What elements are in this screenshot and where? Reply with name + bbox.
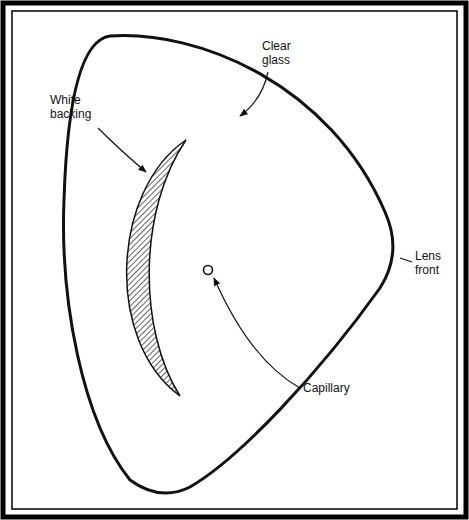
white-backing-crescent <box>127 140 186 396</box>
part-label: White backing <box>50 94 106 122</box>
lens-outline <box>64 36 393 494</box>
part-label: Capillary <box>303 382 383 396</box>
part-label: Lens front <box>415 250 455 278</box>
leader-line <box>400 258 412 262</box>
outer-frame <box>3 3 466 517</box>
inner-frame <box>12 11 457 509</box>
part-label: Clear glass <box>262 40 306 68</box>
capillary-circle <box>204 266 213 275</box>
leader-line <box>214 278 300 388</box>
leader-line <box>98 128 146 172</box>
leader-line <box>240 72 268 116</box>
